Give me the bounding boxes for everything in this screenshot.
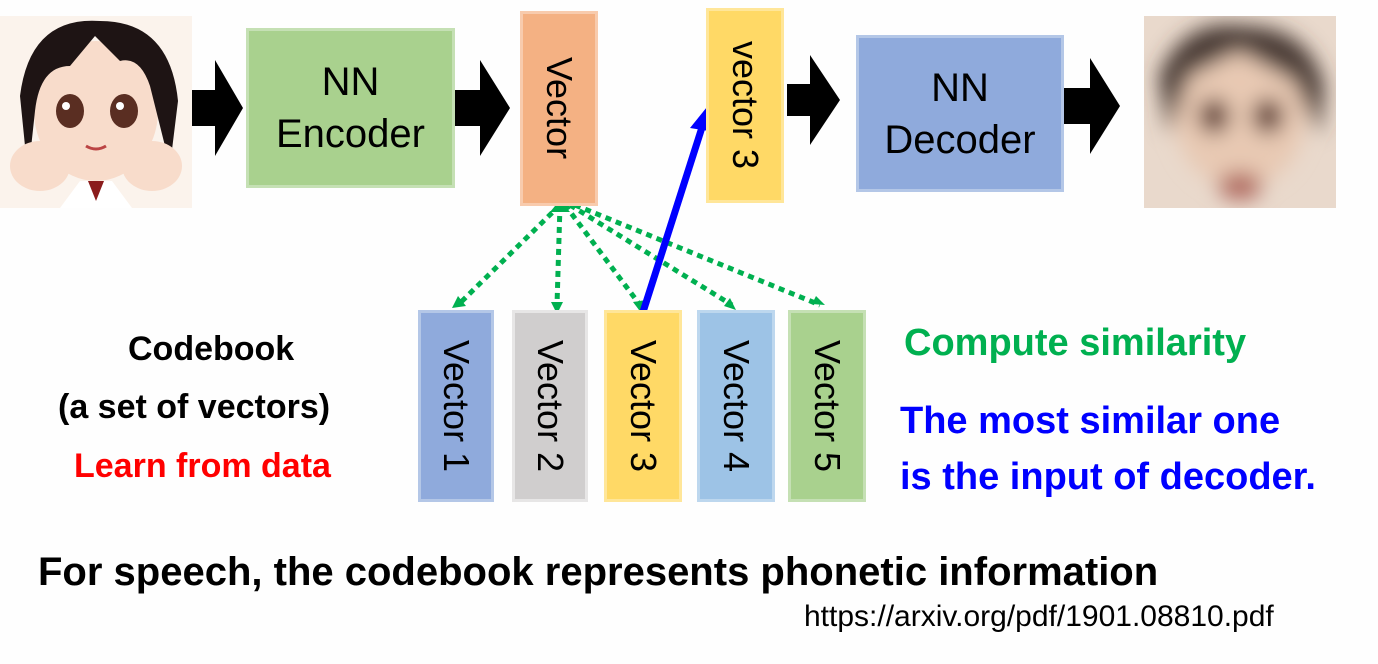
codebook-vector-label: Vector 5	[807, 339, 848, 473]
codebook-vector-3: Vector 3	[604, 310, 682, 502]
codebook-subtitle: (a set of vectors)	[58, 388, 331, 426]
codebook-vector-2: Vector 2	[512, 310, 588, 502]
selected-vector-label: vector 3	[725, 41, 766, 170]
blurred-face-icon	[1144, 16, 1336, 208]
encoded-vector-label: Vector	[539, 57, 580, 160]
arrow-encoder-to-vector	[455, 60, 510, 156]
decoder-box: NN Decoder	[856, 35, 1064, 192]
reference-url: https://arxiv.org/pdf/1901.08810.pdf	[804, 600, 1274, 633]
encoder-box: NN Encoder	[246, 28, 455, 188]
codebook-vector-label: Vector 2	[530, 339, 571, 473]
decoder-label-1: NN	[931, 65, 989, 110]
learn-from-data: Learn from data	[74, 447, 331, 485]
codebook-vector-label: Vector 4	[716, 339, 757, 473]
arrow-input-to-encoder	[192, 60, 243, 156]
codebook-vector-label: Vector 1	[436, 339, 477, 473]
footer-text: For speech, the codebook represents phon…	[38, 550, 1159, 594]
codebook-vector-4: Vector 4	[697, 310, 775, 502]
encoder-label-2: Encoder	[276, 112, 425, 156]
similarity-arrowheads	[452, 200, 825, 314]
codebook-title: Codebook	[128, 330, 295, 368]
arrow-vector3-to-decoder	[787, 55, 840, 145]
arrow-decoder-to-output	[1064, 58, 1120, 154]
input-image	[0, 16, 192, 208]
selection-arrow	[639, 116, 709, 314]
most-similar-line2: is the input of decoder.	[900, 456, 1316, 498]
similarity-arrows	[456, 202, 821, 308]
decoder-label-2: Decoder	[884, 117, 1036, 162]
codebook-vector-label: Vector 3	[623, 339, 664, 473]
most-similar-line1: The most similar one	[900, 400, 1281, 442]
codebook-vector-1: Vector 1	[418, 310, 494, 502]
output-image	[1144, 16, 1336, 208]
anime-face-icon	[0, 16, 192, 208]
compute-similarity: Compute similarity	[904, 322, 1247, 364]
selected-vector-box: vector 3	[706, 8, 784, 203]
encoder-label-1: NN	[321, 60, 380, 104]
codebook-vector-5: Vector 5	[788, 310, 866, 502]
encoded-vector-box: Vector	[520, 11, 598, 206]
